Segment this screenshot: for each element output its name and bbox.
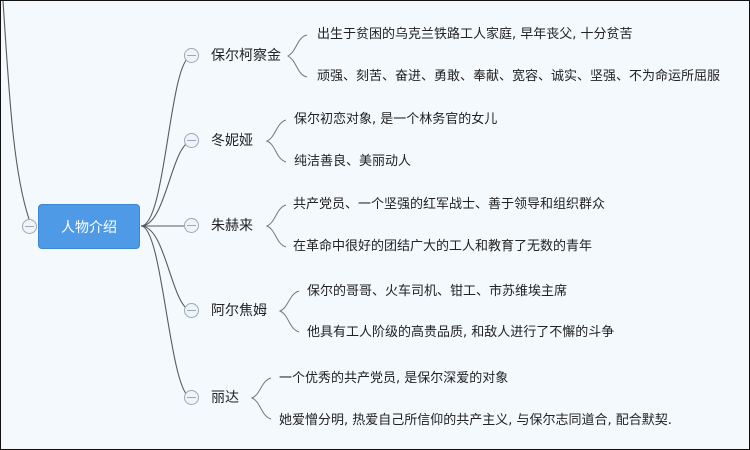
root-node[interactable]: 人物介绍 <box>38 204 140 249</box>
branch-collapse-toggle[interactable] <box>184 390 199 405</box>
branch-node-zhukhrai[interactable]: 朱赫来 <box>211 217 253 235</box>
detail-node[interactable]: 顽强、刻苦、奋进、勇敢、奉献、宽容、诚实、坚强、不为命运所屈服 <box>317 69 721 84</box>
root-collapse-toggle[interactable] <box>22 219 37 234</box>
detail-node[interactable]: 在革命中很好的团结广大的工人和教育了无数的青年 <box>293 239 593 254</box>
detail-node[interactable]: 她爱憎分明, 热爱自己所信仰的共产主义, 与保尔志同道合, 配合默契. <box>279 413 672 428</box>
detail-node[interactable]: 保尔初恋对象, 是一个林务官的女儿 <box>294 112 498 127</box>
branch-collapse-toggle[interactable] <box>184 48 199 63</box>
detail-node[interactable]: 出生于贫困的乌克兰铁路工人家庭, 早年丧父, 十分贫苦 <box>317 27 633 42</box>
branch-collapse-toggle[interactable] <box>184 303 199 318</box>
detail-node[interactable]: 一个优秀的共产党员, 是保尔深爱的对象 <box>279 371 509 386</box>
branch-label: 丽达 <box>211 390 239 406</box>
branch-node-tonya[interactable]: 冬妮娅 <box>211 132 253 150</box>
branch-collapse-toggle[interactable] <box>184 218 199 233</box>
branch-node-artem[interactable]: 阿尔焦姆 <box>211 302 267 320</box>
branch-label: 保尔柯察金 <box>211 48 281 64</box>
branch-label: 朱赫来 <box>211 218 253 234</box>
branch-node-paul[interactable]: 保尔柯察金 <box>211 47 281 65</box>
branch-collapse-toggle[interactable] <box>184 133 199 148</box>
detail-node[interactable]: 共产党员、一个坚强的红军战士、善于领导和组织群众 <box>293 197 606 212</box>
detail-node[interactable]: 纯洁善良、美丽动人 <box>294 154 412 169</box>
branch-node-rita[interactable]: 丽达 <box>211 389 239 407</box>
detail-node[interactable]: 保尔的哥哥、火车司机、钳工、市苏维埃主席 <box>307 284 568 299</box>
branch-label: 冬妮娅 <box>211 133 253 149</box>
root-label: 人物介绍 <box>61 219 117 236</box>
branch-label: 阿尔焦姆 <box>211 303 267 319</box>
detail-node[interactable]: 他具有工人阶级的高贵品质, 和敌人进行了不懈的斗争 <box>307 325 615 340</box>
